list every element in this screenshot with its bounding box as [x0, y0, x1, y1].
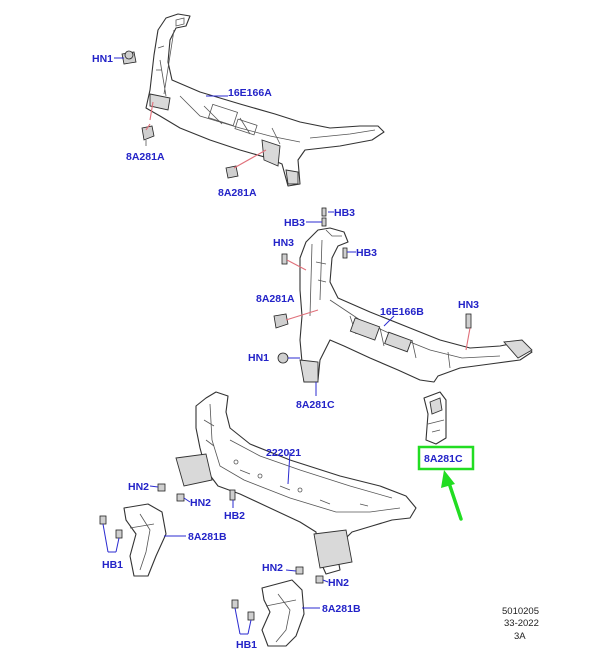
label-8a281a-mid[interactable]: 8A281A — [218, 187, 257, 199]
clip-8a281a-left — [141, 125, 155, 146]
label-8a281a-lower[interactable]: 8A281A — [256, 293, 295, 305]
label-hb3-c[interactable]: HB3 — [356, 247, 377, 259]
part-8a281c-bracket — [423, 391, 447, 445]
part-8a281b-a — [123, 503, 167, 577]
label-8a281b-b[interactable]: 8A281B — [322, 603, 361, 615]
label-hn2-a[interactable]: HN2 — [128, 481, 149, 493]
nut-hn3-left — [281, 253, 288, 265]
label-hn2-d[interactable]: HN2 — [328, 577, 349, 589]
label-hn1-top[interactable]: HN1 — [92, 53, 113, 65]
clip-8a281a-mid — [225, 165, 239, 179]
bolts-hb1 — [99, 515, 255, 621]
label-8a281a-left[interactable]: 8A281A — [126, 151, 165, 163]
label-hb3-a[interactable]: HB3 — [284, 217, 305, 229]
fastener-hn1-top — [121, 50, 137, 65]
footer-code-1: 5010205 — [502, 606, 539, 617]
label-222021[interactable]: 222021 — [266, 447, 301, 459]
label-hn3-right[interactable]: HN3 — [458, 299, 479, 311]
fastener-hn1-lower — [277, 352, 289, 364]
highlight-box — [417, 445, 475, 471]
label-16e166a[interactable]: 16E166A — [228, 87, 272, 99]
clip-8a281a-lower — [273, 313, 289, 329]
label-hb2[interactable]: HB2 — [224, 510, 245, 522]
label-8a281b-a[interactable]: 8A281B — [188, 531, 227, 543]
label-16e166b[interactable]: 16E166B — [380, 306, 424, 318]
fasteners-hn2 — [157, 483, 324, 584]
footer-code-2: 33-2022 — [504, 618, 539, 629]
part-16e166a — [145, 13, 385, 187]
highlight-arrow — [441, 470, 463, 521]
label-8a281c-highlight[interactable]: 8A281C — [424, 453, 463, 465]
label-hb1-a[interactable]: HB1 — [102, 559, 123, 571]
part-16e166b — [299, 227, 533, 383]
bolts-hb3 — [321, 207, 348, 259]
label-8a281c-left[interactable]: 8A281C — [296, 399, 335, 411]
nut-hn3-right — [465, 313, 472, 329]
part-8a281b-b — [261, 579, 305, 647]
label-hn1-lower[interactable]: HN1 — [248, 352, 269, 364]
label-hn2-c[interactable]: HN2 — [262, 562, 283, 574]
label-hn3-left[interactable]: HN3 — [273, 237, 294, 249]
label-hb1-b[interactable]: HB1 — [236, 639, 257, 649]
part-222021 — [175, 391, 417, 575]
label-hn2-b[interactable]: HN2 — [190, 497, 211, 509]
label-hb3-b[interactable]: HB3 — [334, 207, 355, 219]
footer-code-3: 3A — [514, 631, 526, 642]
